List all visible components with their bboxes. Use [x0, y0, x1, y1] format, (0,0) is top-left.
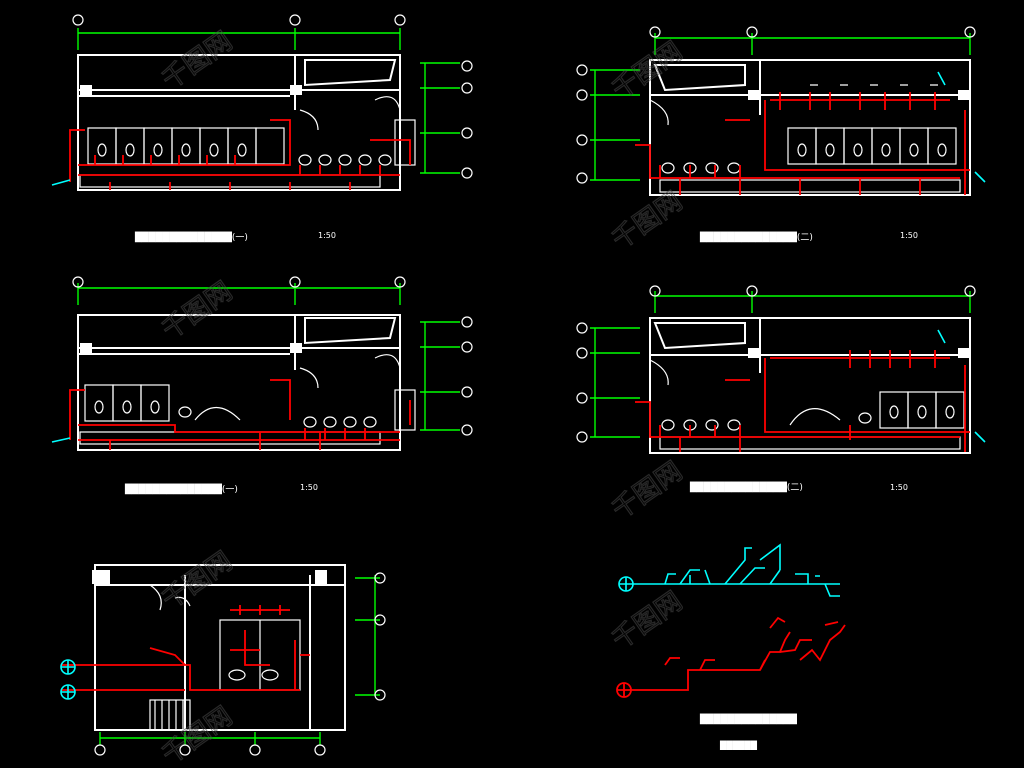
- toilet-stalls: [659, 84, 961, 193]
- drawing-scale: 1:50: [318, 231, 336, 240]
- plan-1: ██████████████(一) 1:50: [51, 14, 473, 243]
- watermark: 千图网 千图网 千图网 千图网 千图网 千图网 千图网 千图网: [156, 26, 688, 768]
- svg-text:千图网: 千图网: [607, 186, 688, 255]
- axonometric: ██████████████ ██████: [616, 543, 846, 750]
- cold-water-pipe: [937, 329, 986, 443]
- toilet-stalls: [659, 391, 965, 450]
- axis-bubble: [289, 14, 301, 26]
- drawing-scale: 1:50: [300, 483, 318, 492]
- drawing-title: ██████████████(二): [689, 481, 803, 493]
- hot-water-pipes: [635, 92, 970, 195]
- svg-text:千图网: 千图网: [157, 276, 238, 345]
- plan-5: [60, 564, 386, 756]
- watermark-logo-icon: 千图网: [156, 546, 238, 617]
- axis-bubble: [394, 14, 406, 26]
- cold-water-pipe: [937, 71, 986, 183]
- drawing-title: ██████████████(一): [124, 483, 238, 495]
- svg-text:千图网: 千图网: [157, 26, 238, 95]
- drawing-title: ██████████████: [699, 713, 798, 725]
- watermark-logo-icon: 千图网: [606, 456, 688, 527]
- cold-water-pipe: [51, 437, 71, 443]
- hot-water-pipes: [69, 379, 411, 450]
- drawing-scale: 1:50: [890, 483, 908, 492]
- hot-water-pipes: [62, 605, 310, 691]
- axis-bubble: [72, 14, 84, 26]
- hot-water-system: [616, 616, 846, 698]
- svg-text:千图网: 千图网: [607, 586, 688, 655]
- svg-text:千图网: 千图网: [157, 546, 238, 615]
- hot-water-pipes: [69, 119, 411, 190]
- cold-water-system: [618, 543, 840, 597]
- drawing-title: ██████████████(一): [134, 231, 248, 243]
- svg-text:千图网: 千图网: [607, 456, 688, 525]
- plan-2: ██████████████(二) 1:50: [576, 26, 986, 243]
- drawing-scale: 1:50: [900, 231, 918, 240]
- watermark-logo-icon: 千图网: [156, 26, 238, 97]
- watermark-logo-icon: 千图网: [606, 586, 688, 657]
- drawing-subtitle: ██████: [719, 740, 758, 750]
- cold-water-pipe: [51, 179, 71, 186]
- toilet-stalls: [79, 119, 416, 188]
- watermark-logo-icon: 千图网: [606, 186, 688, 257]
- plan-3: ██████████████(一) 1:50: [51, 276, 473, 495]
- watermark-logo-icon: 千图网: [156, 276, 238, 347]
- drawing-title: ██████████████(二): [699, 231, 813, 243]
- plan-4: ██████████████(二) 1:50: [576, 285, 986, 493]
- hot-water-pipes: [635, 350, 970, 452]
